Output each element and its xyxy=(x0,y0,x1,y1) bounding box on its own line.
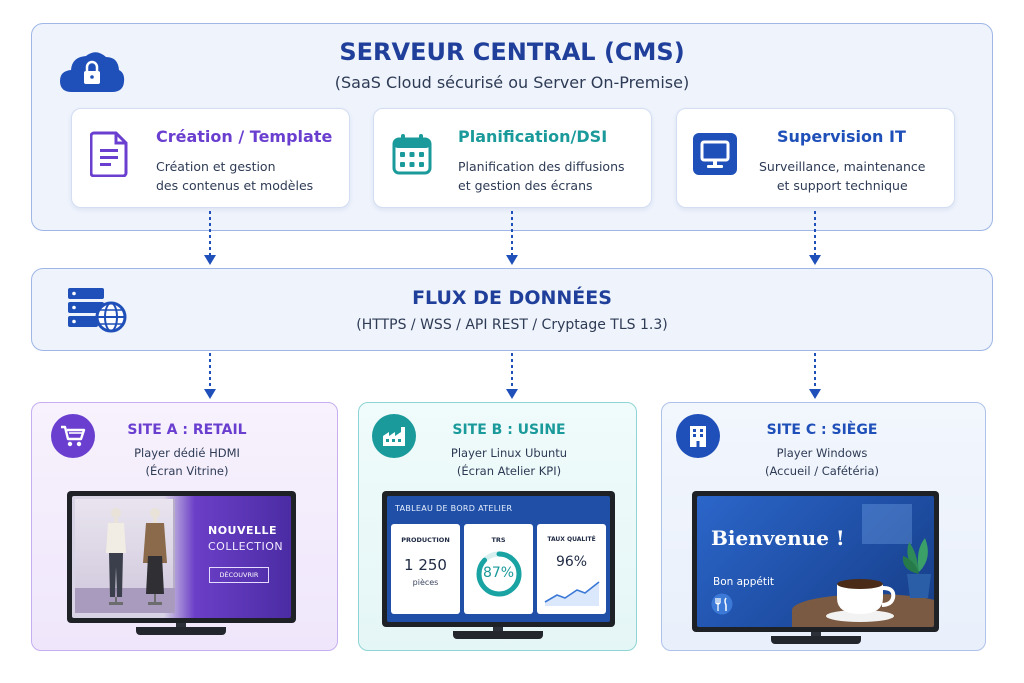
plant-icon xyxy=(902,538,931,598)
card-desc-line: Surveillance, maintenance xyxy=(759,159,926,174)
document-icon xyxy=(90,131,128,177)
screen-headline: COLLECTION xyxy=(208,540,284,553)
card-desc-line: Planification des diffusions xyxy=(458,159,625,174)
screen-headline: NOUVELLE xyxy=(208,524,278,537)
card-title: Supervision IT xyxy=(777,127,906,146)
site-title: SITE A : RETAIL xyxy=(127,422,247,438)
welcome-headline: Bienvenue ! xyxy=(711,526,845,550)
site-player-type: Player Windows xyxy=(776,446,868,460)
card-description: Planification des diffusions et gestion … xyxy=(458,157,625,195)
planification-card[interactable]: Planification/DSI Planification des diff… xyxy=(373,108,652,208)
kpi-label: TAUX QUALITÉ xyxy=(547,536,596,543)
dotted-arrow xyxy=(506,353,518,399)
mannequin-icon xyxy=(143,508,167,605)
coffee-cup-icon xyxy=(826,579,896,622)
dotted-arrow xyxy=(204,211,216,265)
card-desc-line: et gestion des écrans xyxy=(458,178,593,193)
kpi-quality-card: TAUX QUALITÉ 96% xyxy=(537,524,606,614)
trs-gauge xyxy=(476,551,522,597)
site-screen-type: (Écran Vitrine) xyxy=(145,464,229,478)
shopping-cart-icon xyxy=(51,414,95,458)
site-player-type: Player dédié HDMI xyxy=(134,446,240,460)
card-desc-line: et support technique xyxy=(776,178,908,193)
kpi-dashboard-display: TABLEAU DE BORD ATELIER PRODUCTION 1 250… xyxy=(382,491,615,627)
welcome-display: Bienvenue ! Bon appétit xyxy=(692,491,939,632)
kpi-unit: pièces xyxy=(412,578,439,587)
kpi-trs-card: TRS 87% xyxy=(464,524,533,614)
calendar-icon xyxy=(392,134,432,175)
kpi-value: 96% xyxy=(555,554,588,570)
site-b-factory-panel[interactable]: SITE B : USINE Player Linux Ubuntu (Écra… xyxy=(358,402,637,651)
dotted-arrow xyxy=(506,211,518,265)
quality-trend-sparkline xyxy=(544,581,600,606)
dotted-arrow xyxy=(809,353,821,399)
cutlery-icon xyxy=(711,593,733,615)
site-screen-type: (Accueil / Cafétéria) xyxy=(765,464,879,478)
supervision-it-card[interactable]: Supervision IT Surveillance, maintenance… xyxy=(676,108,955,208)
card-desc-line: des contenus et modèles xyxy=(156,178,314,193)
mannequin-icon xyxy=(106,508,126,605)
site-c-headquarters-panel[interactable]: SITE C : SIÈGE Player Windows (Accueil /… xyxy=(661,402,986,651)
card-desc-line: Création et gestion xyxy=(156,159,276,174)
monitor-icon xyxy=(693,133,737,175)
factory-icon xyxy=(372,414,416,458)
discover-button[interactable]: DÉCOUVRIR xyxy=(209,567,269,583)
server-subtitle: (SaaS Cloud sécurisé ou Server On-Premis… xyxy=(334,73,690,92)
site-title: SITE B : USINE xyxy=(452,422,566,438)
welcome-subtext: Bon appétit xyxy=(713,576,774,588)
site-a-retail-panel[interactable]: SITE A : RETAIL Player dédié HDMI (Écran… xyxy=(31,402,338,651)
kpi-production-card: PRODUCTION 1 250 pièces xyxy=(391,524,460,614)
site-title: SITE C : SIÈGE xyxy=(766,422,878,438)
server-globe-icon xyxy=(68,288,127,333)
card-title: Planification/DSI xyxy=(458,127,608,146)
card-title: Création / Template xyxy=(156,127,333,146)
flow-title: FLUX DE DONNÉES xyxy=(412,287,612,309)
dashboard-header: TABLEAU DE BORD ATELIER xyxy=(395,504,513,513)
creation-template-card[interactable]: Création / Template Création et gestion … xyxy=(71,108,350,208)
building-icon xyxy=(676,414,720,458)
cloud-lock-icon xyxy=(60,52,125,92)
data-flow-panel xyxy=(31,268,993,351)
server-title: SERVEUR CENTRAL (CMS) xyxy=(339,38,685,66)
flow-subtitle: (HTTPS / WSS / API REST / Cryptage TLS 1… xyxy=(356,317,668,333)
kpi-value: 1 250 xyxy=(404,556,447,574)
site-player-type: Player Linux Ubuntu xyxy=(450,446,568,460)
dotted-arrow xyxy=(204,353,216,399)
kpi-label: TRS xyxy=(491,536,506,544)
card-description: Surveillance, maintenance et support tec… xyxy=(759,157,926,195)
retail-display: NOUVELLE COLLECTION DÉCOUVRIR xyxy=(67,491,296,623)
site-screen-type: (Écran Atelier KPI) xyxy=(456,464,562,478)
kpi-value: 87% xyxy=(482,565,515,581)
kpi-label: PRODUCTION xyxy=(401,536,450,544)
card-description: Création et gestion des contenus et modè… xyxy=(156,157,313,195)
dotted-arrow xyxy=(809,211,821,265)
